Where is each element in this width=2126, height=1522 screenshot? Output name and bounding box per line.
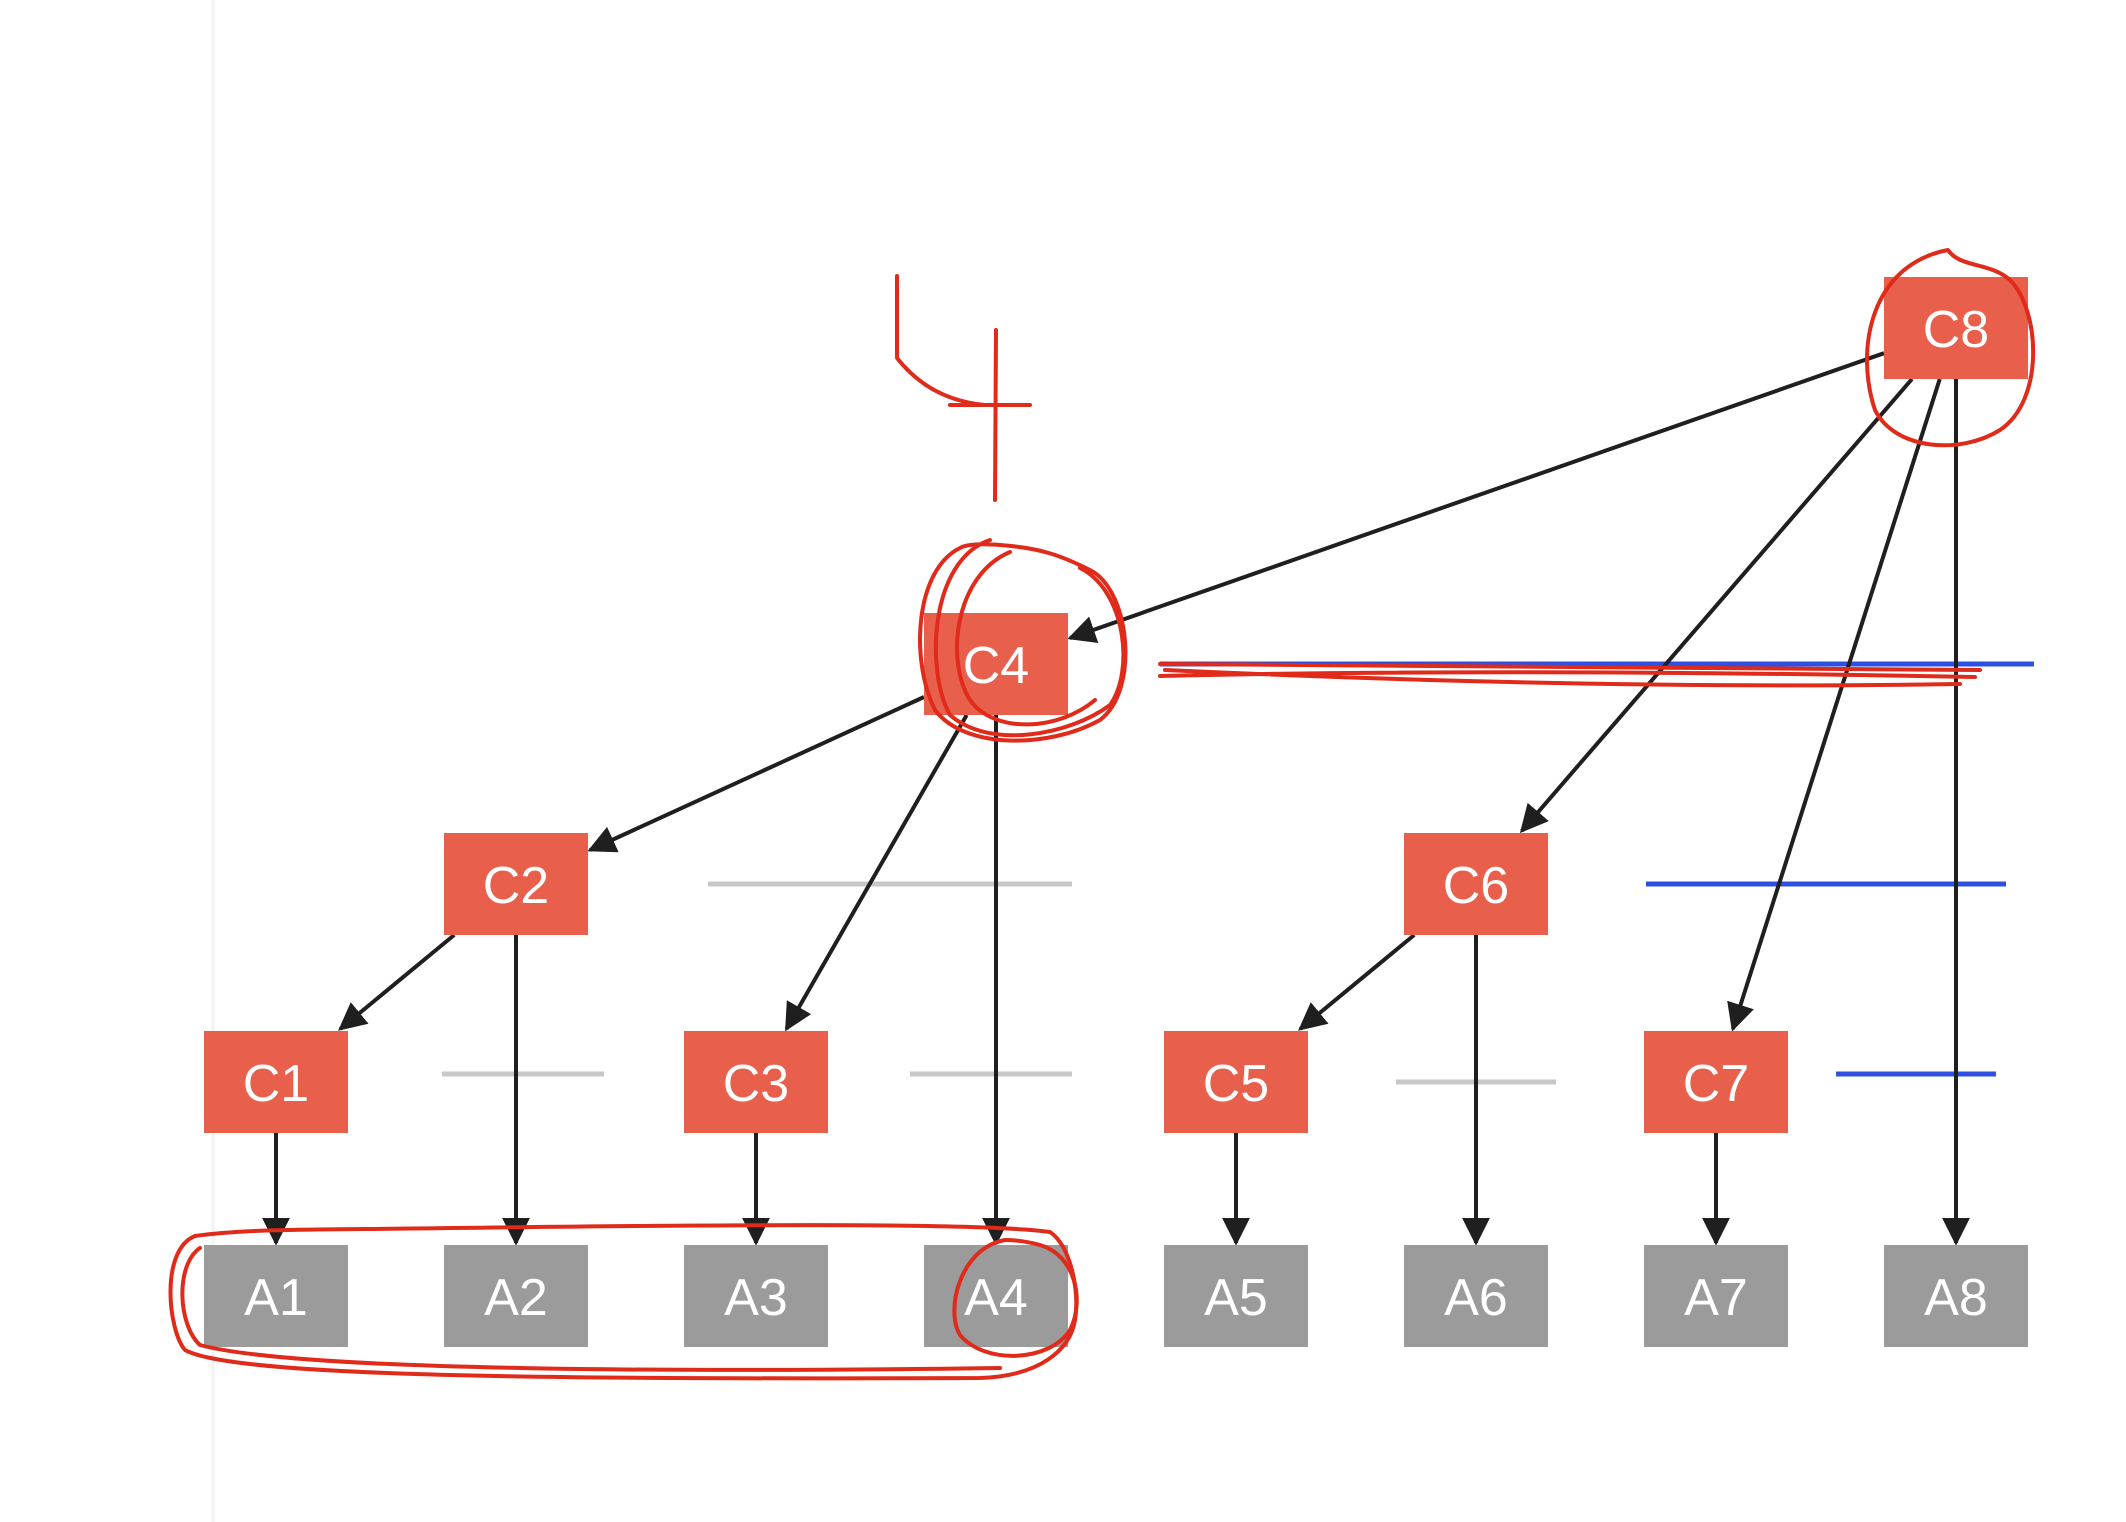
enclosure-a1-to-a4-stroke-2 bbox=[180, 1246, 1002, 1372]
edge-c8-to-c7 bbox=[1727, 378, 1942, 1032]
node-box-c7 bbox=[1644, 1031, 1788, 1133]
red-bar-level-c4 bbox=[1158, 662, 1982, 688]
node-box-a4 bbox=[924, 1245, 1068, 1347]
node-label-a7: A7 bbox=[1684, 1269, 1748, 1327]
edge-c4-to-c3 bbox=[784, 714, 969, 1032]
tree-edges bbox=[262, 351, 1970, 1246]
node-box-a2 bbox=[444, 1245, 588, 1347]
node-box-c4 bbox=[924, 613, 1068, 715]
node-a8: A8 bbox=[1884, 1245, 2028, 1347]
level-separator-bars bbox=[442, 661, 2034, 1085]
node-label-a5: A5 bbox=[1204, 1269, 1268, 1327]
node-c3: C3 bbox=[684, 1031, 828, 1133]
circle-around-c8 bbox=[1865, 248, 2036, 448]
node-label-c2: C2 bbox=[483, 857, 549, 915]
node-box-c2 bbox=[444, 833, 588, 935]
red-annotations: 4 bbox=[168, 248, 2036, 1381]
edge-c2-to-c1 bbox=[338, 933, 456, 1031]
node-label-c6: C6 bbox=[1443, 857, 1509, 915]
node-box-a1 bbox=[204, 1245, 348, 1347]
node-box-c5 bbox=[1164, 1031, 1308, 1133]
node-label-a8: A8 bbox=[1924, 1269, 1988, 1327]
node-box-a7 bbox=[1644, 1245, 1788, 1347]
node-c1: C1 bbox=[204, 1031, 348, 1133]
node-label-c1: C1 bbox=[243, 1055, 309, 1113]
node-label-a3: A3 bbox=[724, 1269, 788, 1327]
node-box-a5 bbox=[1164, 1245, 1308, 1347]
node-c4: C4 bbox=[924, 613, 1068, 715]
node-a2: A2 bbox=[444, 1245, 588, 1347]
node-label-c3: C3 bbox=[723, 1055, 789, 1113]
node-label-a2: A2 bbox=[484, 1269, 548, 1327]
node-label-a1: A1 bbox=[244, 1269, 308, 1327]
edge-c6-to-c5 bbox=[1298, 933, 1416, 1031]
node-c8: C8 bbox=[1884, 277, 2028, 379]
node-a6: A6 bbox=[1404, 1245, 1548, 1347]
handwritten-number-4 bbox=[895, 274, 1032, 502]
node-c5: C5 bbox=[1164, 1031, 1308, 1133]
node-label-a4: A4 bbox=[964, 1269, 1028, 1327]
node-a1: A1 bbox=[204, 1245, 348, 1347]
node-label-c4: C4 bbox=[963, 637, 1029, 695]
node-label-c5: C5 bbox=[1203, 1055, 1269, 1113]
node-a4: A4 bbox=[924, 1245, 1068, 1347]
edge-c4-to-c2 bbox=[587, 695, 925, 853]
node-label-c7: C7 bbox=[1683, 1055, 1749, 1113]
node-a3: A3 bbox=[684, 1245, 828, 1347]
node-a7: A7 bbox=[1644, 1245, 1788, 1347]
node-box-c1 bbox=[204, 1031, 348, 1133]
node-box-c6 bbox=[1404, 833, 1548, 935]
node-label-a6: A6 bbox=[1444, 1269, 1508, 1327]
circle-around-c4 bbox=[918, 542, 1128, 743]
node-label-c8: C8 bbox=[1923, 301, 1989, 359]
node-c2: C2 bbox=[444, 833, 588, 935]
node-box-a3 bbox=[684, 1245, 828, 1347]
node-box-c3 bbox=[684, 1031, 828, 1133]
node-c6: C6 bbox=[1404, 833, 1548, 935]
circle-around-c4-stroke-3 bbox=[955, 550, 1097, 727]
circle-around-a4 bbox=[952, 1238, 1079, 1358]
node-a5: A5 bbox=[1164, 1245, 1308, 1347]
node-box-c8 bbox=[1884, 277, 2028, 379]
node-box-a8 bbox=[1884, 1245, 2028, 1347]
edge-c8-to-c6 bbox=[1519, 377, 1914, 834]
circle-around-c4-stroke-2 bbox=[933, 538, 1126, 738]
edge-c8-to-c4 bbox=[1067, 351, 1885, 643]
node-box-a6 bbox=[1404, 1245, 1548, 1347]
node-c7: C7 bbox=[1644, 1031, 1788, 1133]
